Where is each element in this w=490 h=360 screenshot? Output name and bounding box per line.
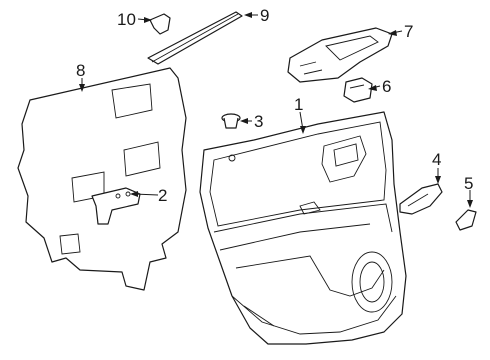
callout-labels: 1 2 3 4 5 6 7 8 9 10 (76, 6, 473, 205)
callout-5: 5 (464, 174, 473, 193)
part-9-belt-molding (147, 11, 243, 65)
part-6-switch (343, 77, 373, 103)
part-10-clip (149, 13, 171, 35)
callout-6: 6 (382, 77, 391, 96)
callout-9: 9 (260, 6, 269, 25)
callout-8: 8 (76, 61, 85, 80)
part-4-handle (399, 183, 443, 215)
callout-1: 1 (294, 95, 303, 114)
leader-lines (79, 12, 473, 208)
part-1-door-trim-panel (199, 111, 407, 345)
callout-7: 7 (404, 22, 413, 41)
part-8-deflector-panel (17, 67, 187, 291)
callout-2: 2 (158, 186, 167, 205)
callout-3: 3 (254, 112, 263, 131)
part-2-bracket (91, 187, 141, 225)
callout-10: 10 (117, 10, 136, 29)
part-7-switch-bezel (287, 27, 393, 83)
part-3-push-pin (221, 113, 241, 129)
callout-4: 4 (432, 150, 441, 169)
part-5-cap (455, 209, 477, 231)
